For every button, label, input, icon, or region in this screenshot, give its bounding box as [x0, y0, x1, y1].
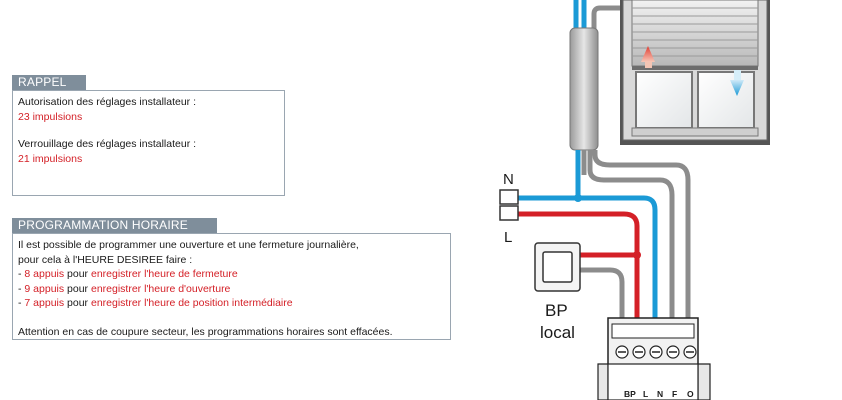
arrow-up-icon: [641, 46, 655, 62]
rappel-line-authorisation: Autorisation des réglages installateur :: [18, 96, 197, 108]
bp-label-line1: BP: [545, 301, 568, 320]
programmation-warning: Attention en cas de coupure secteur, les…: [18, 325, 393, 338]
neutral-wire: [518, 150, 658, 325]
programmation-title: PROGRAMMATION HORAIRE: [12, 218, 217, 233]
live-wire: [518, 211, 640, 325]
label-live: L: [504, 229, 512, 246]
arrow-down-icon: [730, 80, 744, 96]
terminal-label-f: F: [672, 389, 677, 399]
programmation-box: Il est possible de programmer une ouvert…: [12, 233, 451, 340]
label-neutral: N: [503, 171, 514, 188]
rappel-value-verrouillage: 21 impulsions: [18, 152, 83, 165]
terminal-label-bp: BP: [624, 389, 636, 399]
rappel-box: Autorisation des réglages installateur :…: [12, 90, 285, 196]
programmation-intro-2: pour cela à l'HEURE DESIREE faire :: [18, 253, 193, 266]
programmation-item: - 8 appuis pour enregistrer l'heure de f…: [18, 268, 238, 280]
cable-sheath: [569, 27, 599, 151]
bp-wire: [580, 267, 625, 325]
programmation-intro-1: Il est possible de programmer une ouvert…: [18, 239, 359, 251]
terminal-label-o: O: [687, 389, 694, 399]
grey-wires: [581, 150, 691, 325]
mains-terminal-block: [499, 189, 519, 221]
rappel-title: RAPPEL: [12, 75, 86, 90]
programmation-item: - 7 appuis pour enregistrer l'heure de p…: [18, 297, 293, 309]
bp-label-line2: local: [540, 323, 575, 342]
rappel-line-verrouillage: Verrouillage des réglages installateur :: [18, 138, 197, 150]
roller-shutter-window: [620, 0, 770, 145]
programmation-item: - 9 appuis pour enregistrer l'heure d'ou…: [18, 282, 231, 295]
receiver-module: [597, 317, 711, 400]
motor-wires: [573, 0, 620, 30]
terminal-label-n: N: [657, 389, 663, 399]
push-button-icon: [534, 242, 581, 292]
terminal-label-l: L: [643, 389, 648, 399]
rappel-value-authorisation: 23 impulsions: [18, 110, 83, 123]
